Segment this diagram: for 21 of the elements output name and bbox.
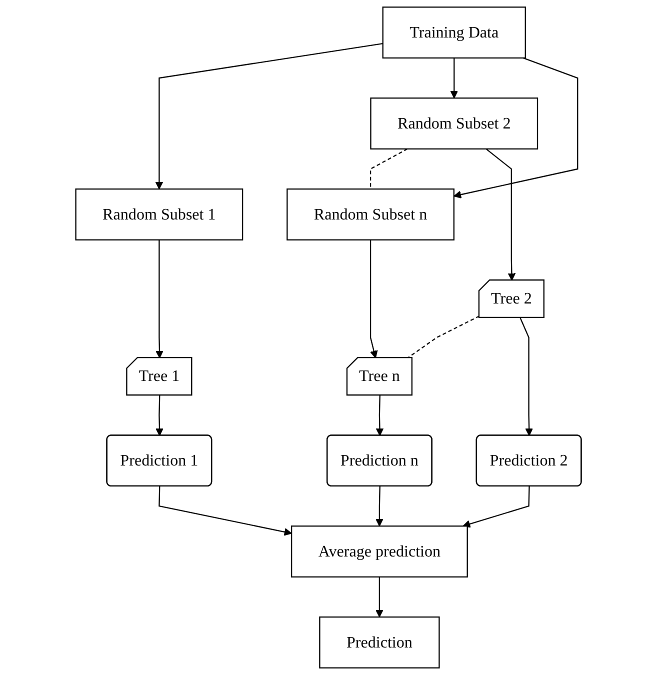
arrow	[486, 148, 516, 281]
connector	[370, 148, 408, 190]
node-box: Prediction	[319, 616, 440, 668]
arrow	[158, 486, 292, 536]
arrow	[450, 58, 458, 98]
arrow	[520, 318, 534, 436]
node-box: Random Subset 1	[75, 188, 244, 240]
node-box: Random Subset 2	[370, 98, 538, 150]
arrow	[376, 486, 384, 526]
arrow	[462, 486, 530, 528]
node-box: Average prediction	[291, 526, 468, 578]
arrow	[376, 395, 384, 436]
arrow	[370, 240, 378, 358]
arrow	[156, 240, 164, 358]
arrow	[155, 42, 383, 190]
connector	[407, 316, 480, 358]
arrow	[376, 576, 384, 618]
node-box: Training Data	[382, 6, 526, 59]
arrow	[156, 395, 164, 436]
node-box: Random Subset n	[286, 188, 454, 240]
arrow	[454, 57, 578, 198]
